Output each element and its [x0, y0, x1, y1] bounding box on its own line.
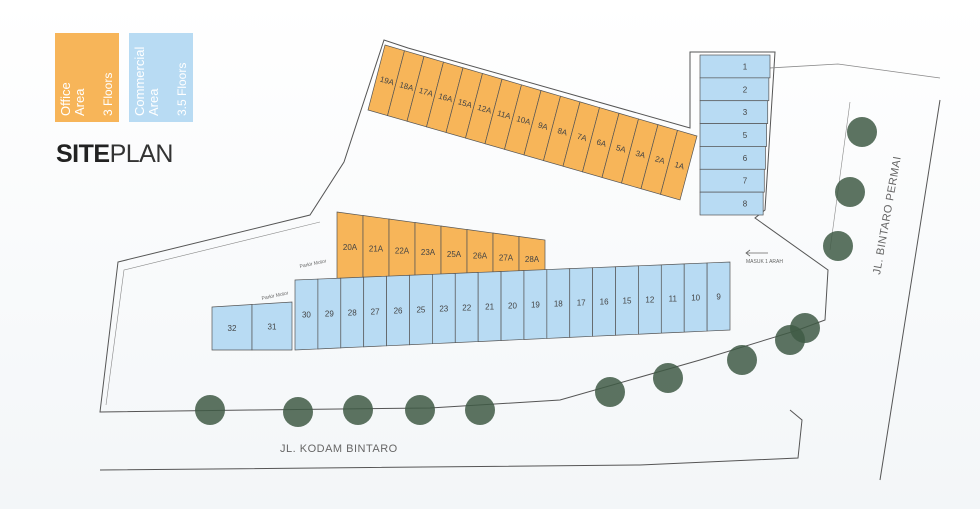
tree-icon [195, 395, 225, 425]
south-commercial-unit-label: 12 [645, 296, 654, 305]
parking-label-2: Parkir Motor [261, 290, 289, 302]
east-commercial-unit-label: 2 [743, 85, 748, 94]
south-commercial-unit-label: 29 [325, 310, 334, 319]
south-commercial-unit-label: 9 [716, 293, 721, 302]
east-commercial-unit [699, 77, 770, 102]
north-office-unit-label: 18A [398, 80, 415, 93]
north-office-unit-label: 12A [476, 103, 493, 116]
mid-office-unit-label: 28A [525, 255, 540, 264]
south-commercial-unit-label: 20 [508, 302, 517, 311]
south-commercial-unit-label: 11 [669, 295, 678, 304]
south-commercial-strip: 30 29 28 27 26 25 23 22 21 20 19 18 17 16 15 12 11 10 9 [294, 261, 731, 351]
east-road-edge-2 [829, 101, 851, 251]
south-commercial-unit-label: 17 [577, 299, 586, 308]
south-commercial-unit-label: 28 [348, 309, 357, 318]
east-commercial-unit [699, 191, 764, 216]
tree-icon [405, 395, 435, 425]
north-office-unit-label: 5A [615, 143, 628, 155]
north-office-unit-label: 7A [576, 132, 589, 144]
parking-label-1: Parkir Motor [299, 258, 327, 270]
tree-icon [283, 397, 313, 427]
title-bold: SITE [56, 140, 110, 168]
south-commercial-unit-label: 19 [531, 301, 540, 310]
east-commercial-unit-label: 3 [743, 108, 748, 117]
north-office-unit-label: 15A [457, 97, 474, 110]
south-commercial-unit-label: 15 [623, 297, 632, 306]
corner-commercial-unit-label: 32 [228, 324, 237, 333]
tree-icon [727, 345, 757, 375]
tree-icon [847, 117, 877, 147]
tree-icon [465, 395, 495, 425]
north-office-unit-label: 10A [515, 114, 532, 127]
tree-icon [653, 363, 683, 393]
east-commercial-unit-label: 1 [743, 62, 748, 71]
property-boundary [99, 39, 829, 413]
east-commercial-unit [699, 100, 769, 124]
east-commercial-unit-label: 8 [743, 200, 748, 209]
tree-icon [595, 377, 625, 407]
east-commercial-strip: 1 2 3 5 6 7 8 [699, 54, 771, 216]
south-commercial-unit [706, 261, 731, 332]
north-office-unit [660, 129, 698, 201]
north-office-unit-label: 1A [673, 160, 686, 172]
mid-office-unit-label: 21A [369, 245, 384, 254]
east-commercial-unit [699, 123, 767, 147]
east-commercial-unit-label: 6 [743, 154, 748, 163]
south-commercial-unit-label: 26 [394, 307, 403, 316]
north-office-unit-label: 19A [379, 75, 396, 88]
entry-sign-label: MASUK 1 ARAH [746, 259, 783, 265]
north-office-unit-label: 11A [496, 109, 512, 122]
east-commercial-unit [699, 146, 766, 170]
south-commercial-unit-label: 21 [485, 303, 494, 312]
east-commercial-unit [699, 168, 765, 193]
north-office-unit-label: 8A [556, 126, 569, 138]
mid-office-unit-label: 23A [421, 248, 436, 257]
tree-icon [790, 313, 820, 343]
tree-icon [343, 395, 373, 425]
north-office-unit-label: 9A [537, 120, 550, 132]
inner-boundary [105, 221, 321, 406]
road-label-south: JL. KODAM BINTARO [280, 443, 398, 455]
mid-office-unit-label: 26A [473, 252, 488, 261]
tree-icon [835, 177, 865, 207]
south-commercial-unit-label: 18 [554, 300, 563, 309]
corner-commercial-strip: 32 31 [211, 301, 293, 351]
page-title: SITEPLAN [56, 140, 173, 169]
south-commercial-unit-label: 16 [600, 298, 609, 307]
north-office-unit-label: 6A [595, 137, 608, 149]
corner-commercial-unit-label: 31 [268, 323, 277, 332]
south-commercial-unit-label: 23 [439, 305, 448, 314]
east-commercial-unit-label: 5 [743, 131, 748, 140]
corner-commercial-unit [251, 301, 293, 351]
north-office-unit-label: 3A [634, 149, 647, 161]
east-commercial-unit-label: 7 [743, 177, 748, 186]
south-commercial-unit-label: 27 [371, 308, 380, 317]
mid-office-unit-label: 25A [447, 250, 462, 259]
south-commercial-unit-label: 25 [416, 306, 425, 315]
mid-office-unit-label: 27A [499, 253, 514, 262]
road-label-east: JL. BINTARO PERMAI [871, 155, 904, 275]
north-office-unit-label: 16A [437, 92, 454, 105]
mid-office-unit-label: 22A [395, 246, 410, 255]
title-light: PLAN [109, 140, 174, 168]
mid-office-unit-label: 20A [343, 243, 358, 252]
south-commercial-unit-label: 22 [462, 304, 471, 313]
south-commercial-unit-label: 30 [302, 311, 311, 320]
north-office-unit-label: 2A [654, 154, 667, 166]
east-commercial-unit [699, 54, 771, 79]
south-commercial-unit-label: 10 [691, 294, 700, 303]
north-office-unit-label: 17A [418, 86, 435, 99]
east-road-edge-1 [879, 99, 941, 481]
mid-office-strip: 20A 21A 22A 23A 25A 26A 27A 28A [336, 211, 546, 281]
entry-arrow-icon [745, 249, 768, 257]
tree-icon [823, 231, 853, 261]
south-road-edge [99, 409, 803, 471]
trees-layer [195, 117, 877, 427]
